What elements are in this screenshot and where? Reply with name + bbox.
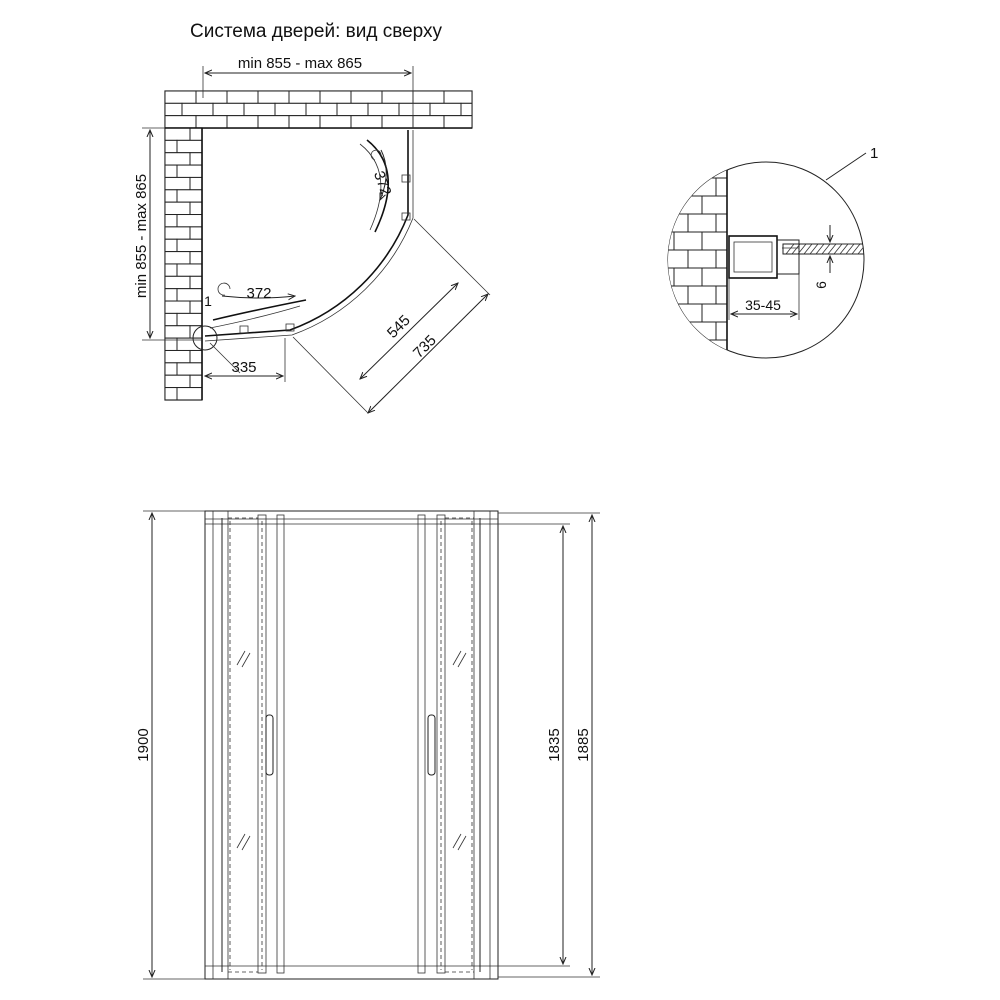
door-angle-top: 372: [370, 169, 395, 198]
glass-reflection-marks: [236, 650, 467, 851]
door-outline: [204, 130, 409, 337]
callout-leader: [825, 152, 867, 181]
dim-735-line: [368, 294, 488, 413]
top-view-callout: 1: [204, 293, 212, 309]
detail-view: 1 6 35-45: [667, 145, 878, 359]
dim-735-label: 735: [410, 332, 440, 362]
frame-height-label: 1885: [575, 728, 592, 761]
detail-callout-circle: [192, 325, 218, 351]
dim-335-label: 335: [231, 359, 256, 376]
total-height-label: 1900: [135, 728, 152, 761]
left-wall: [164, 127, 203, 401]
left-sliding-door: [212, 299, 307, 321]
rotation-arrow-left: [221, 296, 295, 298]
dim-545-line: [360, 283, 458, 379]
front-view: 1900 1835 1885: [135, 510, 600, 980]
top-wall: [164, 90, 473, 129]
top-view: min 855 - max 865 min 855 - max 865 372 …: [133, 55, 491, 413]
dim-545-label: 545: [384, 312, 414, 342]
depth-range-label: min 855 - max 865: [133, 174, 150, 298]
right-door-handle: [427, 714, 436, 776]
width-range-label: min 855 - max 865: [238, 55, 362, 72]
rotation-arrow-top: [380, 149, 387, 200]
adjustment-range-label: 35-45: [745, 297, 781, 313]
detail-callout: 1: [870, 145, 878, 162]
top-sliding-door: [366, 139, 390, 233]
door-height-label: 1835: [546, 728, 563, 761]
enclosure-frame: [204, 510, 499, 980]
glass-thickness-label: 6: [813, 281, 829, 289]
left-door-handle: [265, 714, 274, 776]
door-angle-left: 372: [246, 285, 271, 302]
diagram-title: Система дверей: вид сверху: [190, 21, 443, 42]
